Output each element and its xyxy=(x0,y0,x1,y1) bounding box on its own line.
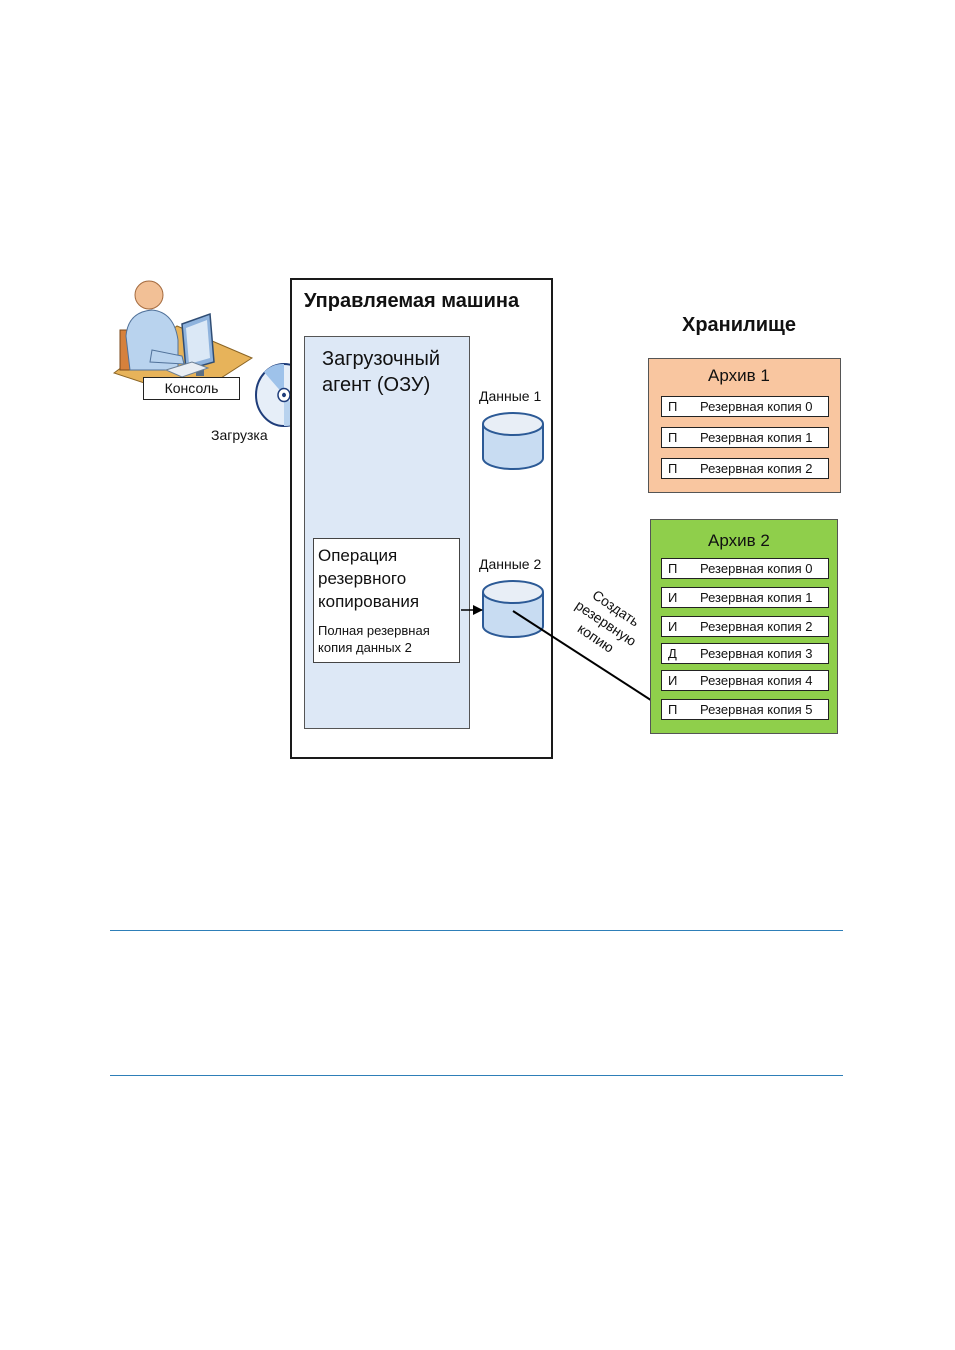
backup-label: Резервная копия 0 xyxy=(700,399,813,414)
backup-label: Резервная копия 2 xyxy=(700,619,813,634)
backup-row: П Резервная копия 2 xyxy=(661,458,829,479)
load-label: Загрузка xyxy=(211,427,268,443)
backup-row: И Резервная копия 4 xyxy=(661,670,829,691)
backup-type: П xyxy=(668,561,678,576)
boot-agent-title: Загрузочный агент (ОЗУ) xyxy=(322,348,441,396)
archive-title: Архив 1 xyxy=(708,366,770,385)
backup-operation-box xyxy=(313,538,460,663)
backup-row: И Резервная копия 2 xyxy=(661,616,829,637)
backup-label: Резервная копия 4 xyxy=(700,673,813,688)
archive-title: Архив 2 xyxy=(708,531,770,550)
data1-disk-icon xyxy=(482,412,544,470)
backup-type: И xyxy=(668,673,678,688)
backup-label: Резервная копия 5 xyxy=(700,702,813,717)
backup-type: П xyxy=(668,702,678,717)
backup-label: Резервная копия 1 xyxy=(700,430,813,445)
backup-label: Резервная копия 1 xyxy=(700,590,813,605)
backup-row: Д Резервная копия 3 xyxy=(661,643,829,664)
managed-machine-title: Управляемая машина xyxy=(304,290,520,312)
backup-type: И xyxy=(668,590,678,605)
backup-row: И Резервная копия 1 xyxy=(661,587,829,608)
backup-type: Д xyxy=(668,646,677,661)
console-label: Консоль xyxy=(143,377,240,400)
backup-operation-title: Операция резервного копирования xyxy=(318,546,420,611)
storage-title: Хранилище xyxy=(682,314,797,336)
data2-label: Данные 2 xyxy=(479,556,542,572)
backup-row: П Резервная копия 0 xyxy=(661,396,829,417)
backup-row: П Резервная копия 5 xyxy=(661,699,829,720)
divider-top xyxy=(110,930,843,931)
backup-type: П xyxy=(668,399,678,414)
backup-row: П Резервная копия 0 xyxy=(661,558,829,579)
backup-row: П Резервная копия 1 xyxy=(661,427,829,448)
archive-1: Архив 1 П Резервная копия 0 П Резервная ко… xyxy=(648,358,841,493)
backup-label: Резервная копия 3 xyxy=(700,646,813,661)
archive-2: Архив 2 П Резервная копия 0 И Резервная ко… xyxy=(650,519,838,734)
backup-type: П xyxy=(668,461,678,476)
data1-label: Данные 1 xyxy=(479,388,542,404)
backup-type: И xyxy=(668,619,678,634)
backup-operation-subtitle: Полная резервная копия данных 2 xyxy=(318,623,430,655)
backup-arrow xyxy=(512,610,661,707)
backup-type: П xyxy=(668,430,678,445)
divider-bottom xyxy=(110,1075,843,1076)
backup-label: Резервная копия 2 xyxy=(700,461,813,476)
boot-agent-box xyxy=(304,336,470,729)
backup-label: Резервная копия 0 xyxy=(700,561,813,576)
